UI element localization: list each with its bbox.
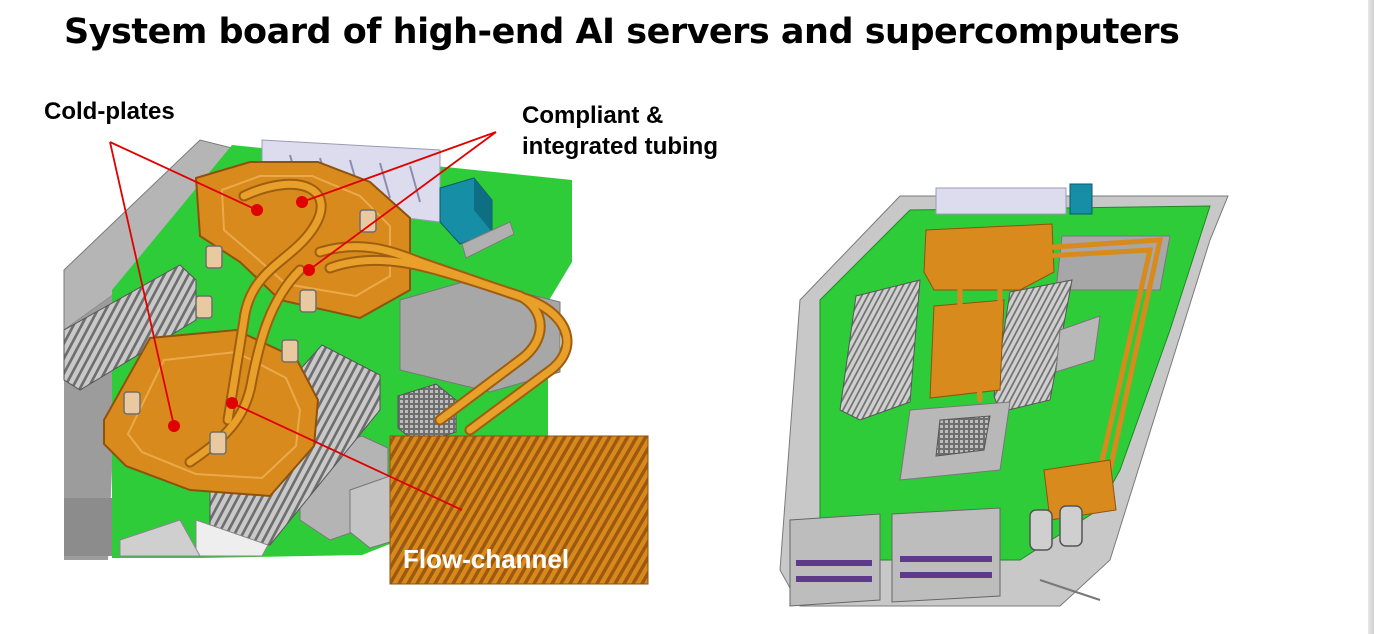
slide-title: System board of high-end AI servers and … <box>64 12 1180 52</box>
callout-dots <box>168 196 315 432</box>
slide-edge <box>1368 0 1374 634</box>
tubing-label: Compliant & integrated tubing <box>522 102 718 160</box>
flow-channel-label: Flow-channel <box>403 544 570 574</box>
callout-lines <box>109 131 497 511</box>
cold-plates-label: Cold-plates <box>44 98 175 125</box>
closeup-board-illustration <box>63 139 649 585</box>
full-board-illustration <box>779 183 1229 607</box>
